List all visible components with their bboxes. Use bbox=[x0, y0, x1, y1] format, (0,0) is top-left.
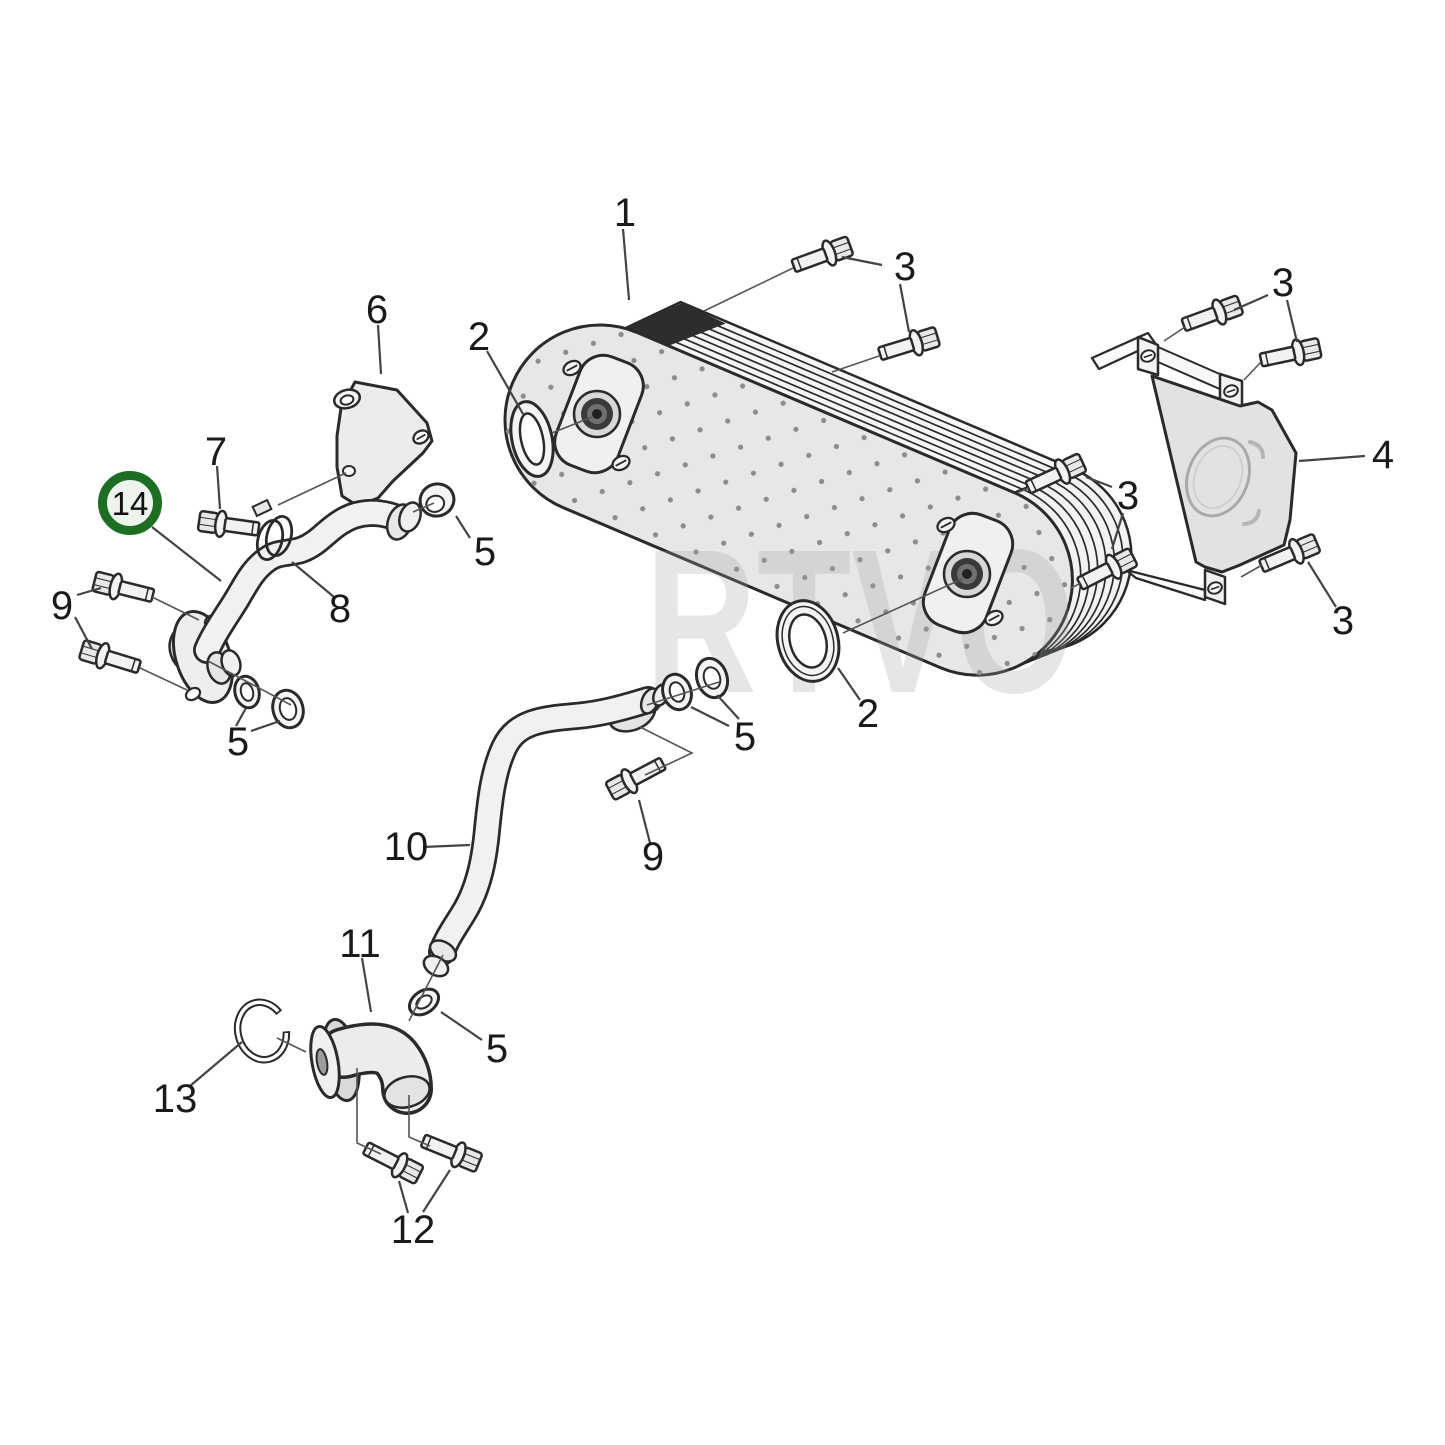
callout-4[interactable]: 4 bbox=[1371, 433, 1395, 477]
leader-lines bbox=[74, 228, 1366, 1214]
callout-2[interactable]: 2 bbox=[467, 315, 491, 359]
bracket bbox=[332, 380, 434, 508]
callout-9[interactable]: 9 bbox=[641, 835, 665, 879]
callout-3[interactable]: 3 bbox=[1271, 261, 1295, 305]
plate-body bbox=[1150, 374, 1298, 574]
callout-5[interactable]: 5 bbox=[733, 715, 757, 759]
callout-14-highlighted[interactable]: 14 bbox=[98, 471, 162, 535]
callout-2[interactable]: 2 bbox=[856, 692, 880, 736]
hose-clamp bbox=[251, 498, 294, 561]
callout-3[interactable]: 3 bbox=[1116, 474, 1140, 518]
callout-11[interactable]: 11 bbox=[339, 922, 381, 966]
callout-9[interactable]: 9 bbox=[50, 584, 74, 628]
cooler-shadow-wedge bbox=[626, 302, 726, 346]
callout-5[interactable]: 5 bbox=[473, 530, 497, 574]
callout-12[interactable]: 12 bbox=[390, 1208, 436, 1252]
callout-5[interactable]: 5 bbox=[485, 1027, 509, 1071]
oring-2-upper bbox=[509, 400, 555, 478]
cooler-flange-left bbox=[553, 353, 645, 475]
callout-8[interactable]: 8 bbox=[328, 587, 352, 631]
assembly-lines bbox=[139, 267, 1263, 1155]
oil-pipe-10 bbox=[422, 683, 670, 978]
mounting-plate bbox=[1090, 331, 1298, 606]
snap-ring-13 bbox=[233, 998, 291, 1064]
oil-pipe-8 bbox=[168, 498, 422, 704]
seal-ring-5-left-b bbox=[271, 688, 305, 730]
callout-3[interactable]: 3 bbox=[1331, 599, 1355, 643]
callout-5[interactable]: 5 bbox=[226, 720, 250, 764]
callout-7[interactable]: 7 bbox=[204, 430, 228, 474]
callout-6[interactable]: 6 bbox=[365, 288, 389, 332]
callout-1[interactable]: 1 bbox=[613, 191, 637, 235]
callout-10[interactable]: 10 bbox=[383, 825, 429, 869]
callout-3[interactable]: 3 bbox=[893, 245, 917, 289]
callout-13[interactable]: 13 bbox=[152, 1077, 198, 1121]
oring-2-lower bbox=[775, 599, 841, 683]
elbow-fitting-11 bbox=[309, 1018, 433, 1115]
